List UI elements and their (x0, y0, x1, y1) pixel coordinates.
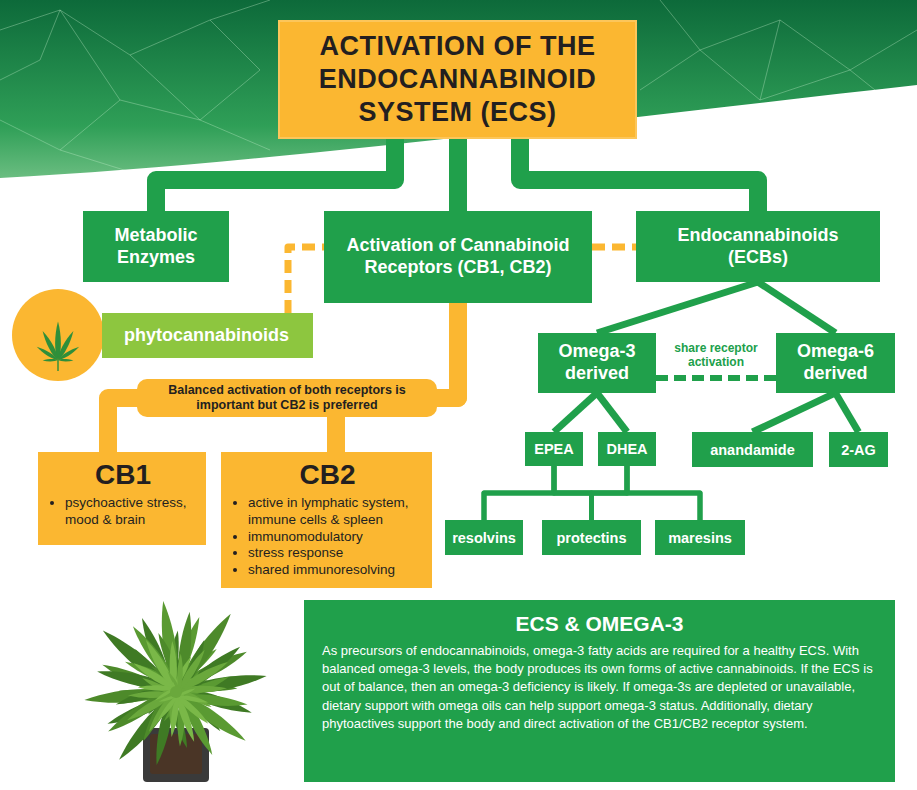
item-box: 2-AG (829, 432, 888, 467)
box-label: resolvins (452, 530, 516, 546)
box-label: maresins (668, 530, 732, 546)
box-label: ACTIVATION OF THE ENDOCANNABINOID SYSTEM… (294, 30, 621, 129)
connector-line (484, 466, 627, 520)
box-label: Metabolic Enzymes (95, 225, 217, 269)
bullet-list: psychoactive stress, mood & brain (50, 495, 196, 529)
connector (288, 247, 324, 313)
process-box: Omega-3 derived (538, 333, 656, 393)
leaf-icon (36, 322, 80, 372)
connector-line (449, 139, 467, 211)
plant-illustration (70, 585, 275, 790)
band-note: Balanced activation of both receptors is… (137, 379, 437, 417)
connector-line (592, 244, 636, 251)
bullet-list: active in lymphatic system, immune cells… (233, 495, 422, 579)
title-box: ACTIVATION OF THE ENDOCANNABINOID SYSTEM… (278, 20, 637, 139)
item-box: DHEA (598, 432, 656, 466)
info-panel: ECS & OMEGA-3 As precursors of endocannab… (304, 600, 895, 782)
box-heading: CB2 (233, 460, 422, 491)
receptor-box: CB2 active in lymphatic system, immune ce… (221, 452, 432, 588)
edge-label: share receptor activation (662, 341, 770, 371)
connector (156, 139, 395, 211)
connector (836, 393, 859, 432)
box-label: Activation of Cannabinoid Receptors (CB1… (336, 235, 580, 279)
connector-line (836, 393, 859, 432)
item-box: resolvins (445, 520, 523, 555)
connector (592, 466, 628, 520)
connector-line (336, 303, 458, 452)
bullet-item: stress response (248, 545, 422, 562)
box-label: anandamide (710, 442, 795, 458)
connector (554, 393, 597, 432)
connector-line (597, 282, 758, 333)
process-box: Metabolic Enzymes (83, 211, 229, 282)
connector-line (108, 303, 458, 452)
item-box: anandamide (692, 432, 813, 467)
box-label: Endocannabinoids (ECBs) (648, 225, 868, 269)
connector (753, 393, 836, 432)
leaf-badge (12, 289, 104, 381)
box-heading: CB1 (50, 460, 196, 491)
item-box: protectins (542, 520, 641, 555)
white-ground (0, 85, 917, 790)
connector (592, 247, 636, 248)
item-box: EPEA (525, 432, 583, 466)
box-label: protectins (556, 530, 626, 546)
connector-line (288, 247, 324, 313)
connector (627, 466, 700, 520)
box-label: Omega-3 derived (550, 341, 644, 385)
box-label: 2-AG (841, 442, 876, 458)
connector (336, 303, 458, 452)
term-pill: phytocannabinoids (102, 313, 313, 358)
connector-line (656, 375, 776, 381)
connector-line (597, 393, 627, 432)
process-box: Omega-6 derived (776, 333, 895, 393)
panel-body: As precursors of endocannabinoids, omega… (322, 642, 877, 733)
connector (520, 139, 758, 211)
connector (656, 378, 776, 379)
receptor-box: CB1 psychoactive stress, mood & brain (38, 452, 206, 545)
connector (597, 282, 758, 333)
bullet-item: immunomodulatory (248, 529, 422, 546)
item-box: maresins (655, 520, 745, 555)
connector (458, 139, 459, 211)
box-label: EPEA (534, 441, 574, 457)
bullet-item: shared immunoresolving (248, 562, 422, 579)
box-label: phytocannabinoids (124, 325, 289, 346)
connector-line (753, 393, 836, 432)
process-box: Activation of Cannabinoid Receptors (CB1… (324, 211, 592, 303)
connector-line (758, 282, 836, 333)
box-label: DHEA (606, 441, 647, 457)
connector (484, 466, 627, 520)
process-box: Endocannabinoids (ECBs) (636, 211, 880, 282)
connector-line (156, 139, 395, 211)
connector (758, 282, 836, 333)
box-label: Omega-6 derived (788, 341, 883, 385)
connector-line (520, 139, 758, 211)
bullet-item: psychoactive stress, mood & brain (65, 495, 196, 529)
connector (108, 303, 458, 452)
connector (597, 393, 627, 432)
connector-line (592, 466, 628, 520)
bullet-item: active in lymphatic system, immune cells… (248, 495, 422, 529)
connector-line (554, 393, 597, 432)
connector-line (627, 466, 700, 520)
panel-heading: ECS & OMEGA-3 (322, 612, 877, 636)
